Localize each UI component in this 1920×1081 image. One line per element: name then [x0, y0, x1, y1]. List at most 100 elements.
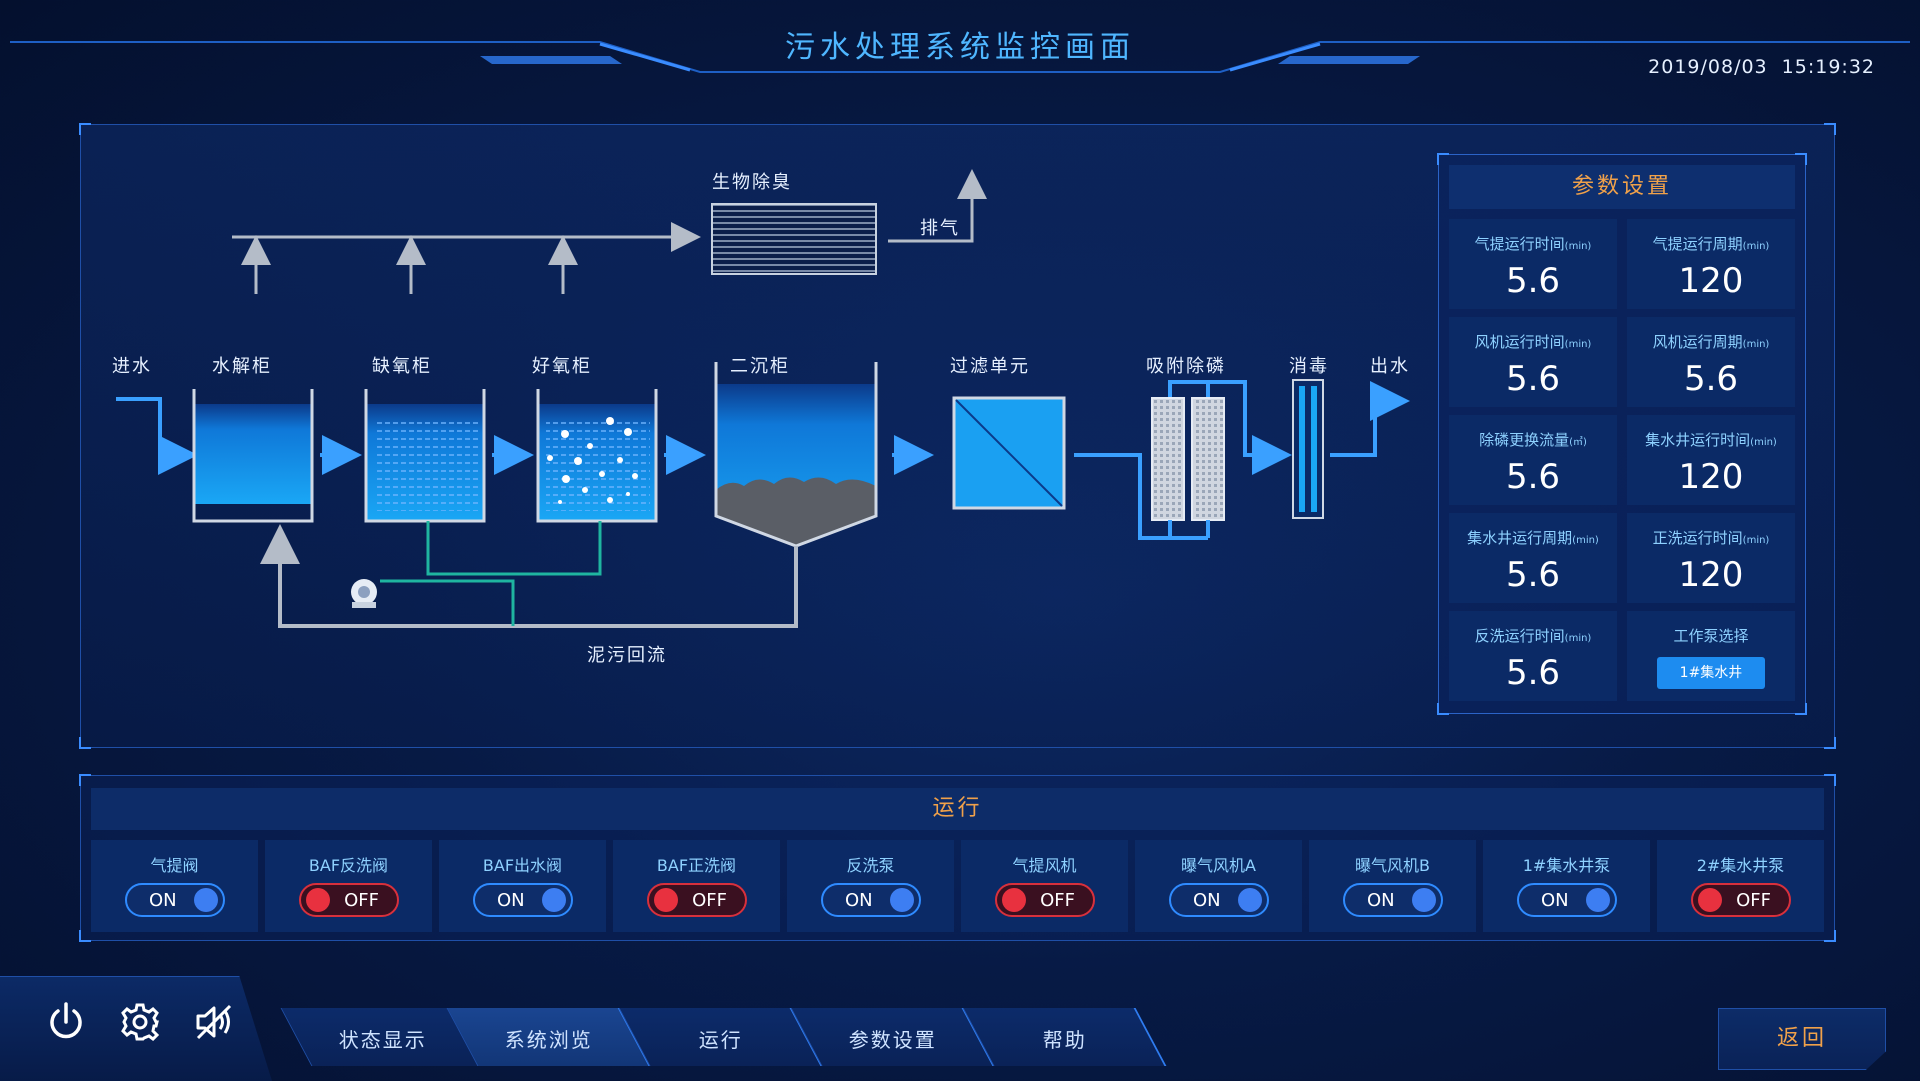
- toggle-switch[interactable]: ON: [1169, 883, 1269, 917]
- param-value: 5.6: [1505, 359, 1561, 399]
- pump-select-label: 工作泵选择: [1673, 627, 1749, 645]
- toggle-switch[interactable]: ON: [821, 883, 921, 917]
- run-item-label: 曝气风机A: [1181, 856, 1256, 875]
- page-title: 污水处理系统监控画面: [785, 30, 1135, 65]
- param-cell[interactable]: 气提运行时间(min) 5.6: [1449, 219, 1617, 309]
- run-item: 曝气风机A ON: [1135, 840, 1302, 932]
- label-sludge-return: 泥污回流: [587, 645, 667, 666]
- run-item-label: 反洗泵: [846, 856, 895, 875]
- inlet-pipe: [116, 397, 198, 475]
- toggle-switch[interactable]: ON: [473, 883, 573, 917]
- param-cell[interactable]: 反洗运行时间(min) 5.6: [1449, 611, 1617, 701]
- toggle-switch[interactable]: ON: [1517, 883, 1617, 917]
- aerobic-tank: [536, 389, 658, 523]
- toggle-switch[interactable]: OFF: [1691, 883, 1791, 917]
- label-settling-tank: 二沉柜: [730, 356, 790, 377]
- param-cell[interactable]: 除磷更换流量(㎥) 5.6: [1449, 415, 1617, 505]
- run-item: 曝气风机B ON: [1309, 840, 1476, 932]
- param-label: 气提运行时间(min): [1474, 235, 1592, 253]
- label-bio-deodorization: 生物除臭: [712, 172, 792, 193]
- tab-label: 运行: [698, 1028, 743, 1052]
- param-label: 气提运行周期(min): [1652, 235, 1770, 253]
- hydrolysis-tank: [192, 389, 314, 523]
- run-item-label: BAF出水阀: [482, 856, 563, 875]
- param-value: 5.6: [1683, 359, 1739, 399]
- param-cell[interactable]: 风机运行周期(min) 5.6: [1627, 317, 1795, 407]
- back-button[interactable]: 返回: [1718, 1008, 1886, 1070]
- run-item-label: 2#集水井泵: [1696, 856, 1785, 875]
- param-cell[interactable]: 气提运行周期(min) 120: [1627, 219, 1795, 309]
- outlet-pipe: [1330, 381, 1410, 457]
- param-value: 5.6: [1505, 261, 1561, 301]
- gear-icon[interactable]: [118, 1000, 162, 1044]
- run-item: BAF出水阀 ON: [439, 840, 606, 932]
- param-value: 120: [1678, 261, 1744, 301]
- run-item: 反洗泵 ON: [787, 840, 954, 932]
- label-phosphorus-removal: 吸附除磷: [1146, 356, 1226, 377]
- phosphorus-columns: [1151, 380, 1292, 538]
- run-item-label: 1#集水井泵: [1522, 856, 1611, 875]
- label-hydrolysis-tank: 水解柜: [212, 356, 272, 377]
- toggle-switch[interactable]: ON: [1343, 883, 1443, 917]
- param-cell[interactable]: 集水井运行周期(min) 5.6: [1449, 513, 1617, 603]
- tab-system-browse[interactable]: 系统浏览: [446, 1008, 651, 1066]
- tab-parameter-settings[interactable]: 参数设置: [790, 1008, 995, 1066]
- run-item: BAF反洗阀 OFF: [265, 840, 432, 932]
- param-value: 5.6: [1505, 457, 1561, 497]
- tab-label: 参数设置: [848, 1028, 937, 1052]
- run-item: 气提阀 ON: [91, 840, 258, 932]
- param-label: 风机运行时间(min): [1474, 333, 1592, 351]
- tab-label: 状态显示: [338, 1028, 427, 1052]
- param-label: 正洗运行时间(min): [1652, 529, 1770, 547]
- aeration-pipes: [380, 521, 602, 626]
- blower-icon: [351, 579, 377, 608]
- sludge-return-line: [260, 524, 798, 628]
- tab-run[interactable]: 运行: [618, 1008, 823, 1066]
- run-item-label: 气提阀: [150, 856, 199, 875]
- run-panel-title: 运行: [91, 788, 1824, 830]
- label-filter-unit: 过滤单元: [950, 356, 1030, 377]
- disinfection-tube: [1292, 379, 1324, 519]
- param-value: 120: [1678, 457, 1744, 497]
- run-item-label: 气提风机: [1012, 856, 1077, 875]
- settling-tank: [714, 362, 878, 548]
- parameter-panel: 参数设置 气提运行时间(min) 5.6 气提运行周期(min) 120 风机运…: [1437, 153, 1807, 715]
- param-cell[interactable]: 风机运行时间(min) 5.6: [1449, 317, 1617, 407]
- run-item: 气提风机 OFF: [961, 840, 1128, 932]
- run-item: 2#集水井泵 OFF: [1657, 840, 1824, 932]
- anoxic-tank: [364, 389, 486, 523]
- power-icon[interactable]: [44, 1000, 88, 1044]
- param-label: 集水井运行时间(min): [1645, 431, 1777, 449]
- process-diagram: [116, 169, 1410, 628]
- run-item: 1#集水井泵 ON: [1483, 840, 1650, 932]
- param-value: 120: [1678, 555, 1744, 595]
- air-lines: [232, 169, 987, 294]
- tab-label: 帮助: [1042, 1028, 1087, 1052]
- tab-label: 系统浏览: [504, 1028, 593, 1052]
- toggle-switch[interactable]: OFF: [299, 883, 399, 917]
- sound-off-icon[interactable]: [192, 1000, 236, 1044]
- toggle-switch[interactable]: OFF: [995, 883, 1095, 917]
- param-value: 5.6: [1505, 555, 1561, 595]
- run-item-label: 曝气风机B: [1355, 856, 1430, 875]
- pump-select-button[interactable]: 1#集水井: [1657, 657, 1765, 689]
- param-cell[interactable]: 正洗运行时间(min) 120: [1627, 513, 1795, 603]
- clock-date: 2019/08/03: [1648, 56, 1768, 78]
- toggle-switch[interactable]: ON: [125, 883, 225, 917]
- param-label: 集水井运行周期(min): [1467, 529, 1599, 547]
- param-cell[interactable]: 集水井运行时间(min) 120: [1627, 415, 1795, 505]
- label-outlet: 出水: [1370, 356, 1410, 377]
- clock-time: 15:19:32: [1781, 56, 1875, 78]
- label-exhaust: 排气: [920, 218, 960, 239]
- biofilter: [711, 203, 877, 275]
- label-anoxic-tank: 缺氧柜: [372, 356, 432, 377]
- run-item-label: BAF反洗阀: [308, 856, 389, 875]
- param-label: 除磷更换流量(㎥): [1479, 431, 1587, 449]
- run-item: BAF正洗阀 OFF: [613, 840, 780, 932]
- toggle-switch[interactable]: OFF: [647, 883, 747, 917]
- filter-unit: [952, 396, 1066, 510]
- label-disinfection: 消毒: [1289, 356, 1329, 377]
- label-aerobic-tank: 好氧柜: [532, 356, 592, 377]
- clock: 2019/08/03 15:19:32: [1634, 56, 1875, 78]
- tab-help[interactable]: 帮助: [962, 1008, 1167, 1066]
